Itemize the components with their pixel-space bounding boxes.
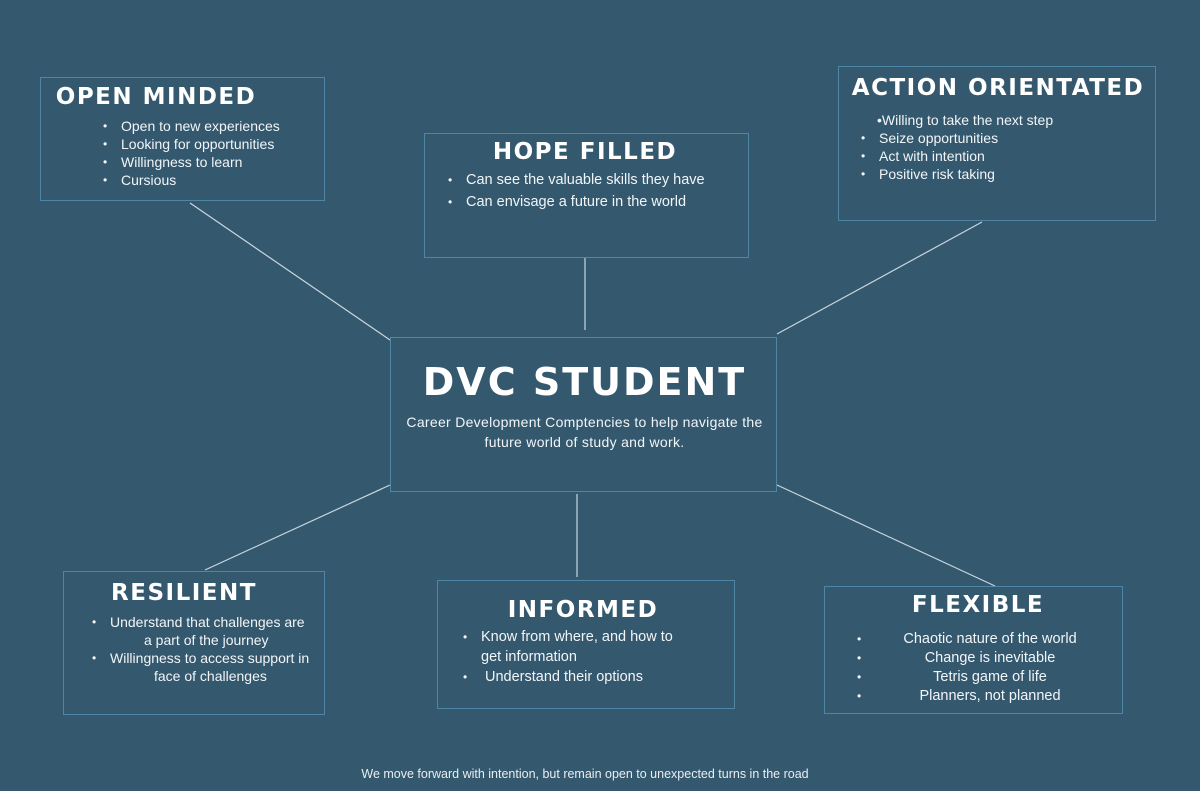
list-item: Can envisage a future in the world xyxy=(448,191,705,213)
node-title: INFORMED xyxy=(507,597,659,623)
node-item-list: Can see the valuable skills they have Ca… xyxy=(448,169,705,213)
list-item: Act with intention xyxy=(861,147,1053,165)
list-item: Looking for opportunities xyxy=(103,135,280,153)
center-subtitle-line: Career Development Comptencies to help n… xyxy=(406,414,763,430)
connector-resilient xyxy=(204,484,391,571)
list-item: Understand that challenges are xyxy=(92,613,330,631)
list-item: Tetris game of life xyxy=(857,668,1105,687)
node-hope-filled: HOPE FILLED Can see the valuable skills … xyxy=(424,133,749,258)
node-item-list: Know from where, and how to get informat… xyxy=(463,627,673,687)
connector-open-minded xyxy=(189,202,391,341)
list-item: Positive risk taking xyxy=(861,165,1053,183)
list-item: face of challenges xyxy=(154,668,267,684)
node-item-list: Open to new experiences Looking for oppo… xyxy=(103,117,280,189)
node-informed: INFORMED Know from where, and how to get… xyxy=(437,580,735,709)
node-item-list: Chaotic nature of the world Change is in… xyxy=(857,630,1105,706)
footer-caption: We move forward with intention, but rema… xyxy=(361,767,809,781)
connector-flexible xyxy=(776,484,996,587)
node-action-orientated: ACTION ORIENTATED •Willing to take the n… xyxy=(838,66,1156,221)
center-subtitle: Career Development Comptencies to help n… xyxy=(391,412,778,452)
node-resilient: RESILIENT Understand that challenges are… xyxy=(63,571,325,715)
list-item: •Willing to take the next step xyxy=(877,112,1054,128)
center-subtitle-line: future world of study and work. xyxy=(484,434,685,450)
node-flexible: FLEXIBLE Chaotic nature of the world Cha… xyxy=(824,586,1123,714)
list-item: Understand their options xyxy=(463,667,673,687)
list-item: Know from where, and how to xyxy=(463,627,673,647)
center-title: DVC STUDENT xyxy=(422,360,747,404)
node-title: HOPE FILLED xyxy=(492,139,678,165)
center-node-dvc-student: DVC STUDENT Career Development Comptenci… xyxy=(390,337,777,492)
list-item: Cursious xyxy=(103,171,280,189)
node-open-minded: OPEN MINDED Open to new experiences Look… xyxy=(40,77,325,201)
list-item: Open to new experiences xyxy=(103,117,280,135)
list-item: Change is inevitable xyxy=(857,649,1105,668)
node-title: FLEXIBLE xyxy=(911,592,1045,618)
node-title: ACTION ORIENTATED xyxy=(851,75,1145,101)
node-item-list: Understand that challenges are a part of… xyxy=(92,613,330,685)
list-item: Chaotic nature of the world xyxy=(857,630,1105,649)
list-item: get information xyxy=(481,649,577,665)
list-item: Willingness to access support in xyxy=(92,649,330,667)
list-item: Can see the valuable skills they have xyxy=(448,169,705,191)
node-title: OPEN MINDED xyxy=(55,84,257,110)
list-item: a part of the journey xyxy=(144,632,269,648)
list-item: Willingness to learn xyxy=(103,153,280,171)
list-item: Planners, not planned xyxy=(857,687,1105,706)
node-item-list: •Willing to take the next step Seize opp… xyxy=(861,111,1054,183)
list-item: Seize opportunities xyxy=(861,129,1053,147)
node-title: RESILIENT xyxy=(111,580,257,606)
connector-action-orientated xyxy=(776,221,983,335)
